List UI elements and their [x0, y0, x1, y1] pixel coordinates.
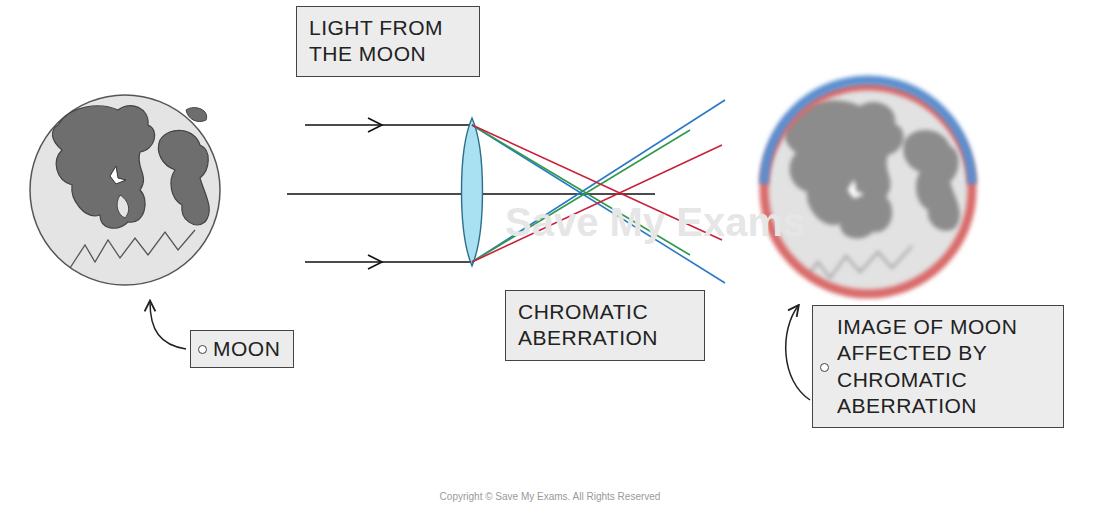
callout-tag: IMAGE OF MOON AFFECTED BY CHROMATIC ABER…	[812, 305, 1064, 428]
dispersed-rays	[472, 100, 725, 283]
node-text: LIGHT FROM THE MOON	[309, 15, 467, 68]
label-box: CHROMATIC ABERRATION	[505, 290, 705, 361]
tag-hole	[820, 363, 829, 372]
leader-line	[150, 302, 186, 349]
blurred-moon-image	[764, 80, 972, 294]
leader-line	[786, 306, 810, 400]
node-text: IMAGE OF MOON AFFECTED BY CHROMATIC ABER…	[837, 314, 1051, 419]
tag-hole	[198, 345, 207, 354]
node-text: CHROMATIC ABERRATION	[518, 299, 692, 352]
convex-lens	[462, 118, 483, 266]
copyright-note: Copyright © Save My Exams. All Rights Re…	[0, 491, 1100, 502]
node-text: MOON	[213, 336, 283, 362]
moon	[30, 95, 220, 285]
title-box: LIGHT FROM THE MOON	[296, 6, 480, 77]
light-rays	[287, 118, 655, 269]
callout-tag: MOON	[190, 330, 294, 368]
watermark: Save My Exams	[505, 200, 805, 245]
